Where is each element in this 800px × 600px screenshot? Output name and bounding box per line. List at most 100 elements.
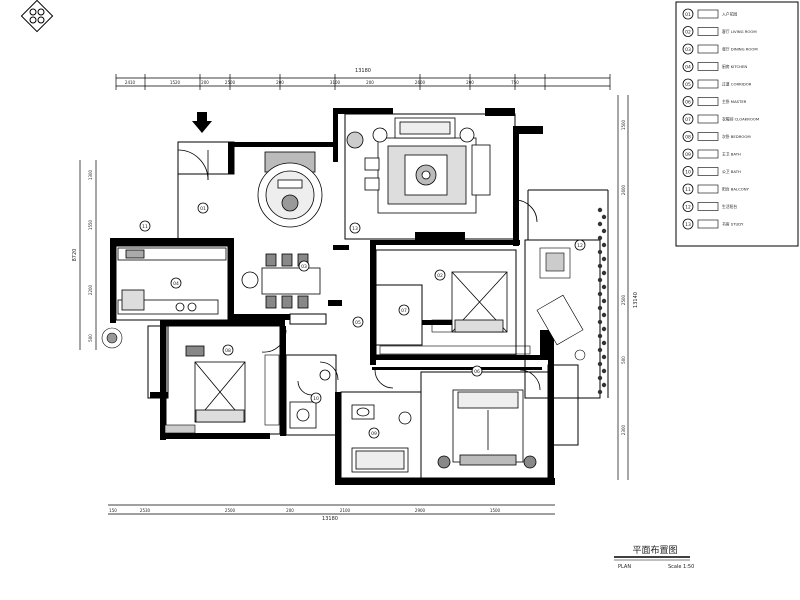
plant-dot — [597, 347, 603, 353]
top-segment-dim: 200 — [276, 80, 284, 85]
bottom-segment-dim: 2900 — [415, 508, 426, 513]
svg-text:13: 13 — [352, 226, 358, 232]
room-number-marker: 04 — [170, 277, 182, 289]
master-bed — [437, 389, 537, 469]
room-number-marker: 07 — [398, 304, 410, 316]
room-number-marker: 05 — [352, 316, 364, 328]
left-segment-dim: 1300 — [88, 169, 93, 180]
walls — [110, 108, 555, 485]
plan-subtitle-left: PLAN — [618, 564, 631, 570]
top-segment-dim: 2500 — [225, 80, 236, 85]
room-number-marker: 11 — [139, 220, 151, 232]
svg-text:09: 09 — [371, 431, 377, 437]
svg-text:09: 09 — [685, 152, 691, 158]
bottom-segment-dim: 1500 — [490, 508, 501, 513]
svg-text:06: 06 — [685, 99, 691, 105]
plant-dot — [597, 389, 603, 395]
top-segment-dim: 1520 — [170, 80, 181, 85]
svg-text:08: 08 — [685, 134, 691, 140]
svg-text:生活阳台: 生活阳台 — [722, 204, 737, 209]
svg-text:衣帽间 CLOAKROOM: 衣帽间 CLOAKROOM — [722, 117, 759, 122]
plant-dot — [597, 319, 603, 325]
left-dimension — [79, 160, 97, 350]
plant-dot — [601, 214, 607, 220]
top-segment-dim: 2600 — [415, 80, 426, 85]
title-block: 平面布置图 PLAN Scale 1:50 — [614, 544, 694, 570]
bottom-segment-dim: 2100 — [340, 508, 351, 513]
third-bed — [185, 345, 246, 423]
room-number-marker: 06 — [471, 365, 483, 377]
svg-text:10: 10 — [313, 396, 319, 402]
right-segment-dim: 500 — [621, 356, 626, 364]
plant-dot — [601, 354, 607, 360]
svg-text:主卧 MASTER: 主卧 MASTER — [722, 99, 747, 104]
plant-dot — [601, 228, 607, 234]
plant-dot — [597, 333, 603, 339]
svg-text:10: 10 — [685, 169, 691, 175]
room-number-marker: 12 — [574, 239, 586, 251]
top-segment-dim: 750 — [511, 80, 519, 85]
bottom-segment-dim: 2500 — [225, 508, 236, 513]
svg-text:06: 06 — [474, 369, 480, 375]
legend-row: 08 次卧 BEDROOM — [682, 131, 751, 142]
diamond-circles-icon — [20, 0, 54, 33]
svg-text:08: 08 — [225, 348, 231, 354]
svg-text:11: 11 — [685, 187, 691, 193]
bottom-segment-dim: 2530 — [140, 508, 151, 513]
bathroom-fixtures — [289, 369, 412, 473]
room-number-marker: 09 — [368, 427, 380, 439]
top-segment-dim: 200 — [366, 80, 374, 85]
svg-text:次卧 BEDROOM: 次卧 BEDROOM — [722, 134, 751, 139]
svg-text:07: 07 — [401, 308, 407, 314]
svg-text:12: 12 — [685, 204, 691, 210]
room-number-marker: 02 — [434, 269, 446, 281]
svg-text:01: 01 — [200, 206, 206, 212]
bottom-segment-dim: 150 — [109, 508, 117, 513]
dining-table — [241, 253, 321, 309]
room-number-marker: 13 — [349, 222, 361, 234]
svg-text:03: 03 — [685, 47, 691, 53]
right-dimension — [617, 95, 629, 480]
left-segment-dim: 1550 — [88, 219, 93, 230]
bottom-dimension — [108, 504, 555, 515]
svg-text:厨房 KITCHEN: 厨房 KITCHEN — [722, 64, 747, 69]
right-overall-dim: 13140 — [633, 292, 639, 308]
plant-dot — [597, 291, 603, 297]
partitions — [115, 113, 609, 479]
kitchen-counter — [117, 247, 227, 315]
plant-dot — [601, 270, 607, 276]
svg-text:02: 02 — [685, 29, 691, 35]
bottom-overall-dim: 13180 — [322, 516, 338, 522]
living-room-furniture — [346, 117, 491, 214]
svg-text:公卫 BATH: 公卫 BATH — [722, 169, 741, 174]
plant-dot — [597, 375, 603, 381]
plant-dot — [601, 242, 607, 248]
legend-row: 04 厨房 KITCHEN — [682, 61, 747, 72]
plant-dot — [601, 340, 607, 346]
right-segment-dim: 1500 — [621, 119, 626, 130]
svg-text:过道 CORRIDOR: 过道 CORRIDOR — [722, 82, 752, 87]
room-number-marker: 03 — [298, 260, 310, 272]
top-segment-dim: 200 — [466, 80, 474, 85]
plant-dot — [601, 382, 607, 388]
left-overall-dim: 8720 — [72, 249, 78, 262]
plant-dot — [601, 256, 607, 262]
room-number-marker: 08 — [222, 344, 234, 356]
top-overall-dim: 13180 — [355, 68, 371, 74]
svg-text:07: 07 — [685, 117, 691, 123]
right-segment-dim: 2600 — [621, 184, 626, 195]
right-segment-dim: 2300 — [621, 424, 626, 435]
plant-dot — [601, 326, 607, 332]
plan-title: 平面布置图 — [632, 544, 677, 556]
svg-text:04: 04 — [685, 64, 691, 70]
top-segment-dim: 200 — [201, 80, 209, 85]
right-segment-dim: 2500 — [621, 294, 626, 305]
second-bed — [451, 271, 508, 333]
svg-text:阳台 BALCONY: 阳台 BALCONY — [722, 187, 750, 192]
